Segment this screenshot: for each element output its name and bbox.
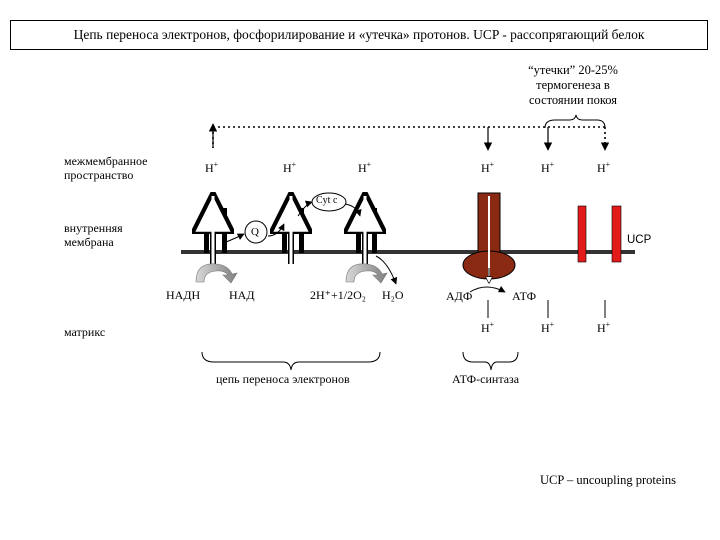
inner-membrane-line-1: внутренняя — [64, 221, 123, 235]
proton-ims-1: H+ — [205, 160, 219, 175]
complex-3 — [282, 196, 304, 264]
intermembrane-line-2: пространство — [64, 168, 134, 182]
etc-brace — [201, 351, 381, 371]
complex-1 — [204, 196, 227, 264]
electron-arrow-cytc-to-4 — [344, 203, 362, 217]
proton-matrix-2: H+ — [541, 320, 555, 335]
ucp-protein — [577, 205, 622, 263]
proton-ims-4: H+ — [481, 160, 495, 175]
atp-synthase-brace — [462, 351, 519, 371]
intermembrane-label: межмембранное пространство — [64, 154, 147, 182]
leak-note-line-3: состоянии покоя — [528, 93, 618, 107]
proton-ims-2: H+ — [283, 160, 297, 175]
oxygen-curve-arrow — [345, 263, 388, 284]
leak-note-line-1: “утечки” 20-25% — [528, 63, 618, 77]
proton-matrix-3: H+ — [597, 320, 611, 335]
quinone-circle — [244, 220, 268, 244]
nad-label: НАД — [229, 288, 255, 302]
water-label: H₂O — [382, 288, 404, 302]
inner-membrane-line-2: мембрана — [64, 235, 114, 249]
leak-note: “утечки” 20-25% термогенеза в состоянии … — [508, 63, 638, 108]
adp-to-atp-arrow — [469, 285, 506, 293]
page-title: Цепь переноса электронов, фосфорилирован… — [10, 20, 708, 50]
nadh-curve-arrow — [195, 263, 238, 284]
nadh-label: НАДН — [166, 288, 201, 302]
cyt-c-label: Cyt c — [316, 195, 338, 206]
intermembrane-line-1: межмембранное — [64, 154, 148, 168]
electron-arrow-3-to-cytc — [297, 200, 313, 217]
ucp-label: UCP — [627, 234, 652, 246]
atp-label: АТФ — [512, 289, 537, 303]
electron-arrow-q-to-3 — [267, 223, 285, 237]
quinone-label: Q — [251, 226, 259, 238]
atp-synthase — [462, 192, 516, 283]
oxygen-label: 2H⁺+1/2O₂ — [310, 288, 366, 302]
complex-4 — [356, 196, 377, 264]
leak-note-line-2: термогенеза в — [536, 78, 610, 92]
matrix-label: матрикс — [64, 325, 106, 339]
etc-brace-label: цепь переноса электронов — [216, 372, 350, 386]
leak-note-brace — [544, 114, 606, 129]
proton-matrix-1: H+ — [481, 320, 495, 335]
inner-membrane-label: внутренняя мембрана — [64, 221, 123, 249]
atp-synthase-brace-label: АТФ-синтаза — [452, 372, 520, 386]
proton-ims-5: H+ — [541, 160, 555, 175]
proton-ims-6: H+ — [597, 160, 611, 175]
proton-ims-3: H+ — [358, 160, 372, 175]
electron-arrow-to-water — [375, 255, 398, 285]
adp-label: АДФ — [446, 289, 473, 303]
footnote: UCP – uncoupling proteins — [540, 473, 676, 487]
electron-arrow-1-to-q — [225, 233, 245, 243]
proton-leak-path — [212, 126, 606, 148]
